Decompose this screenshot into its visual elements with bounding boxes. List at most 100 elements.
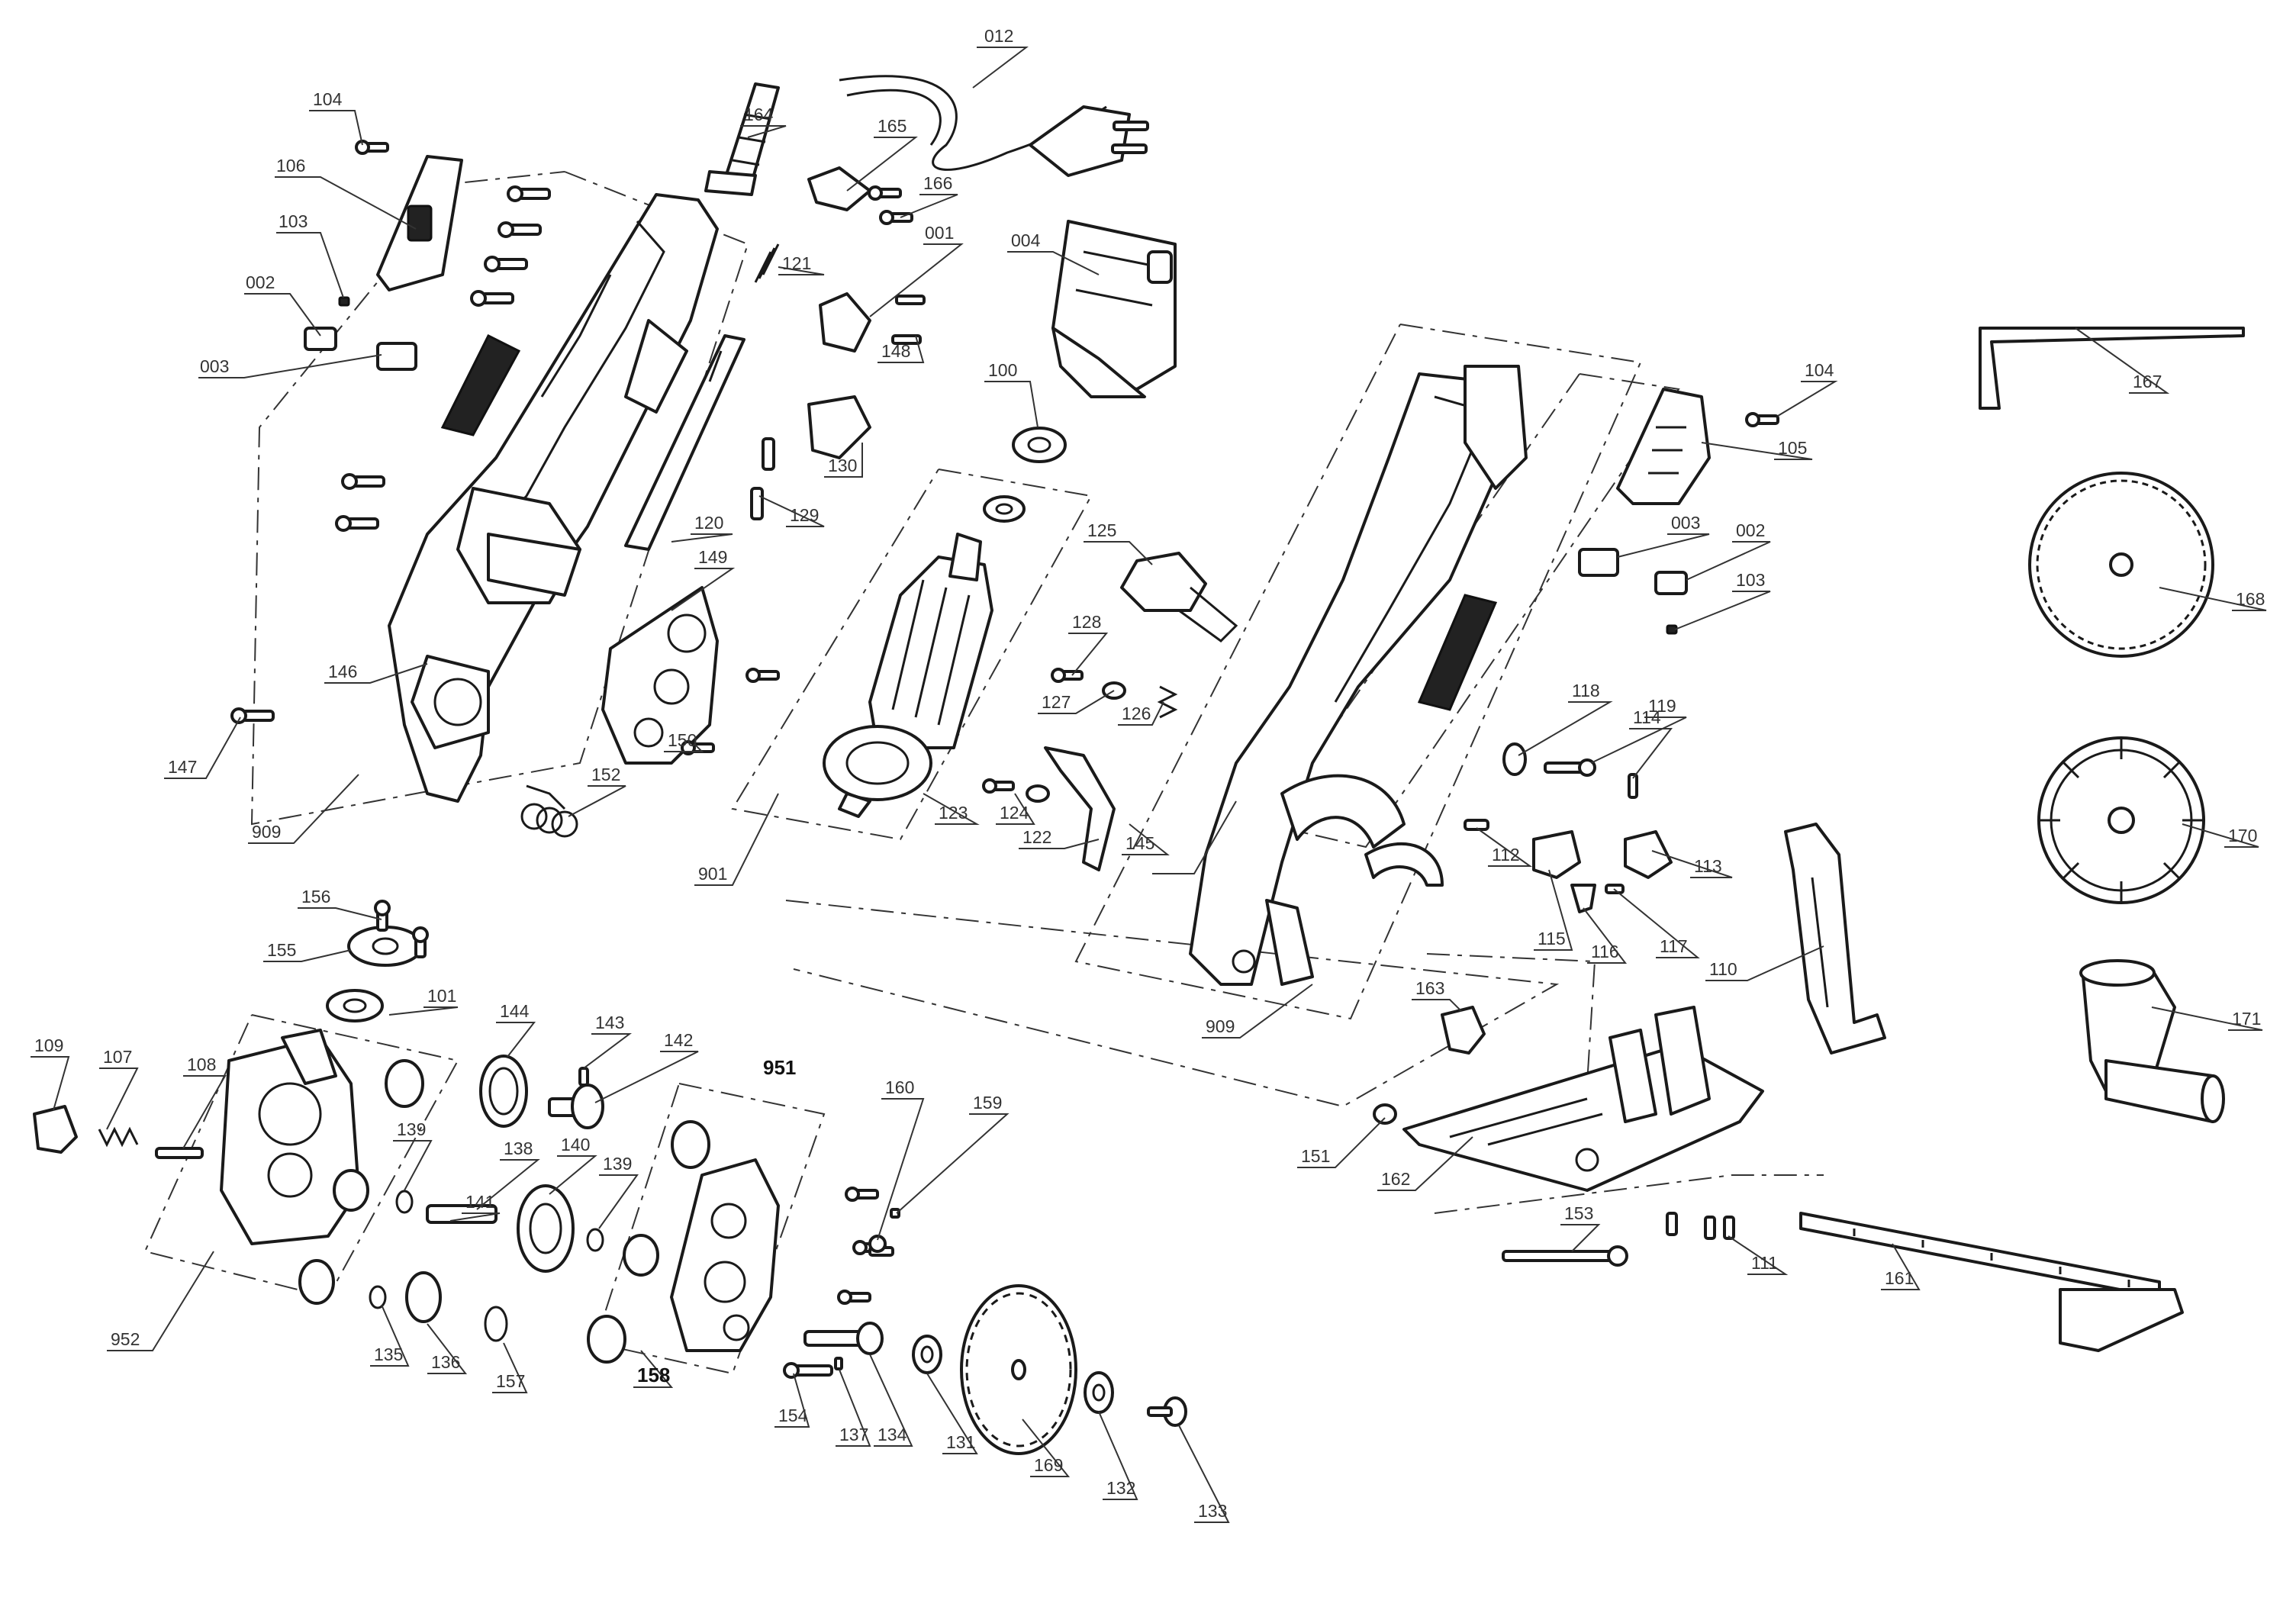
flange-155: [347, 926, 423, 967]
label-137: 137: [839, 1425, 868, 1444]
left-housing-half: [388, 193, 719, 803]
part-number-labels: 012 104 164 165 166 106 001 103 121 002 …: [34, 26, 2265, 1521]
label-104-right: 104: [1805, 360, 1834, 380]
label-107: 107: [103, 1047, 132, 1067]
label-144: 144: [500, 1001, 530, 1021]
label-148: 148: [881, 341, 910, 361]
cable-clamp: [807, 166, 913, 225]
flange-131: [912, 1335, 942, 1374]
label-162: 162: [1381, 1169, 1410, 1189]
label-108: 108: [187, 1055, 216, 1074]
label-112: 112: [1492, 845, 1520, 865]
label-003: 003: [200, 356, 229, 376]
switch-module: [754, 243, 926, 353]
label-132: 132: [1106, 1478, 1135, 1498]
spindle-134: [803, 1322, 884, 1355]
knob-109: [33, 1105, 78, 1154]
label-139-right: 139: [603, 1154, 632, 1174]
label-121: 121: [782, 253, 811, 273]
label-153: 153: [1564, 1203, 1593, 1223]
pinion-142: [548, 1084, 604, 1129]
label-105: 105: [1778, 438, 1807, 458]
spring-107: [98, 1126, 139, 1148]
washer: [983, 495, 1026, 523]
label-116: 116: [1591, 942, 1619, 961]
label-151: 151: [1301, 1146, 1330, 1166]
label-135: 135: [374, 1344, 403, 1364]
label-167: 167: [2133, 372, 2162, 391]
label-171: 171: [2232, 1009, 2261, 1029]
label-002-right: 002: [1736, 520, 1765, 540]
label-150: 150: [668, 730, 697, 750]
label-101: 101: [427, 986, 456, 1006]
label-109: 109: [34, 1035, 63, 1055]
label-901: 901: [698, 864, 727, 884]
cover-plate: [601, 586, 780, 765]
label-166: 166: [923, 173, 952, 193]
label-157: 157: [496, 1371, 525, 1391]
label-909-left: 909: [252, 822, 281, 842]
end-cap-left: [355, 140, 463, 291]
label-156: 156: [301, 887, 330, 906]
label-140: 140: [561, 1135, 590, 1154]
label-951: 951: [763, 1056, 796, 1079]
blade-guard-segment: [1364, 842, 1444, 887]
label-106: 106: [276, 156, 305, 176]
label-169: 169: [1034, 1455, 1063, 1475]
label-117: 117: [1660, 936, 1688, 956]
label-161: 161: [1885, 1268, 1914, 1288]
right-housing-half: [1189, 365, 1528, 986]
circlips: [369, 1190, 604, 1342]
bearing-101: [326, 989, 384, 1022]
label-138: 138: [504, 1138, 533, 1158]
pin-143: [578, 1067, 589, 1087]
diamond-blade-170: [2037, 736, 2205, 904]
label-104: 104: [313, 89, 343, 109]
label-136: 136: [431, 1352, 460, 1372]
rip-fence-161: [1799, 1212, 2184, 1352]
label-012: 012: [984, 26, 1013, 46]
leader-lines: [31, 47, 2267, 1523]
label-118: 118: [1572, 681, 1600, 700]
label-115: 115: [1538, 929, 1566, 948]
flange-132: [1084, 1371, 1114, 1414]
bearings-center: [298, 1059, 710, 1364]
label-158: 158: [637, 1364, 670, 1386]
screws-156: [374, 900, 429, 958]
label-126: 126: [1122, 704, 1151, 723]
label-114: 114: [1633, 707, 1661, 727]
label-119: 119: [1648, 696, 1676, 716]
dust-adapter-171: [2079, 959, 2225, 1123]
label-111: 111: [1751, 1253, 1778, 1273]
label-123: 123: [939, 803, 968, 823]
allen-key: [1979, 327, 2245, 410]
label-142: 142: [664, 1030, 693, 1050]
guide-bracket-110: [1784, 823, 1886, 1055]
bearing-100: [1012, 427, 1067, 463]
cable-strain-relief: [704, 82, 780, 196]
label-103: 103: [279, 211, 308, 231]
label-100: 100: [988, 360, 1017, 380]
bolt-133: [1147, 1396, 1187, 1427]
pinion-136: [405, 1271, 442, 1323]
label-004: 004: [1011, 230, 1041, 250]
label-909-right: 909: [1206, 1016, 1235, 1036]
label-133: 133: [1198, 1501, 1227, 1521]
label-134: 134: [878, 1425, 907, 1444]
label-120: 120: [694, 513, 723, 533]
label-168: 168: [2236, 589, 2265, 609]
label-127: 127: [1042, 692, 1071, 712]
label-155: 155: [267, 940, 296, 960]
armature: [823, 533, 993, 818]
key-137: [834, 1357, 843, 1370]
label-129: 129: [790, 505, 819, 525]
label-110: 110: [1709, 959, 1737, 979]
power-cable-plug: [839, 75, 1149, 177]
label-139-left: 139: [397, 1119, 426, 1139]
label-159: 159: [973, 1093, 1002, 1113]
label-124: 124: [1000, 803, 1029, 823]
label-131: 131: [946, 1432, 975, 1452]
label-146: 146: [328, 662, 357, 681]
label-163: 163: [1415, 978, 1444, 998]
